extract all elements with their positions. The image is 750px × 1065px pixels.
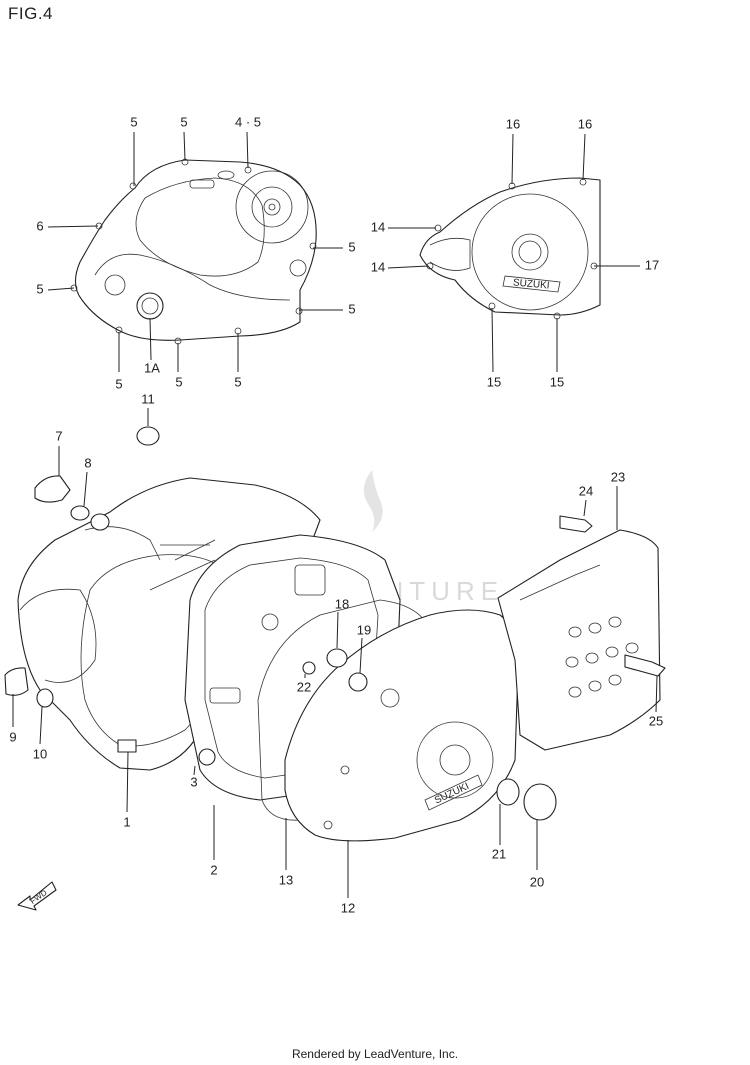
callout-15: 15: [550, 374, 564, 389]
callout-16: 16: [506, 116, 520, 131]
callout-5: 5: [348, 239, 355, 254]
part-8-oring: [70, 505, 90, 521]
clutch-cover-top: [70, 158, 317, 345]
part-21-oring: [496, 778, 520, 806]
callout-1A: 1A: [144, 360, 160, 375]
fwd-arrow-icon: FWD: [17, 881, 57, 911]
callout-5: 5: [348, 301, 355, 316]
part-7-cap: [34, 475, 71, 503]
callout-14: 14: [371, 259, 385, 274]
callout-17: 17: [645, 257, 659, 272]
callout-4-5: 4 · 5: [235, 114, 261, 129]
crankcase-cover-assembly: SUZUKI: [4, 426, 666, 911]
callout-20: 20: [530, 874, 544, 889]
figure-title: FIG.4: [8, 4, 54, 23]
callout-6: 6: [36, 218, 43, 233]
callout-9: 9: [9, 729, 16, 744]
callout-14: 14: [371, 219, 385, 234]
part-22-dowel: [302, 661, 316, 675]
callout-5: 5: [36, 281, 43, 296]
callout-24: 24: [579, 483, 593, 498]
callout-19: 19: [357, 622, 371, 637]
callout-23: 23: [611, 469, 625, 484]
leader-lines: [12, 131, 658, 898]
callout-5: 5: [175, 374, 182, 389]
part-11-plug: [136, 426, 160, 446]
part-25-bolt: [624, 654, 666, 677]
callout-5: 5: [130, 114, 137, 129]
callout-11: 11: [141, 391, 155, 406]
callout-15: 15: [487, 374, 501, 389]
part-10-washer: [36, 688, 54, 708]
part-19-oring: [348, 672, 368, 692]
vent-holes: [565, 616, 639, 698]
callout-7: 7: [55, 428, 62, 443]
magneto-cover-top: SUZUKI: [419, 177, 601, 320]
callout-22: 22: [297, 679, 311, 694]
part-24-bolt: [559, 515, 593, 533]
callout-5: 5: [234, 374, 241, 389]
footer-credit: Rendered by LeadVenture, Inc.: [291, 1047, 459, 1061]
callout-2: 2: [210, 862, 217, 877]
suzuki-logo-top: SUZUKI: [512, 277, 549, 291]
part-18-plug: [326, 648, 348, 668]
callout-5: 5: [180, 114, 187, 129]
callout-16: 16: [578, 116, 592, 131]
callout-8: 8: [84, 455, 91, 470]
callout-10: 10: [33, 746, 47, 761]
callout-12: 12: [341, 900, 355, 915]
callout-1: 1: [123, 814, 130, 829]
callout-labels: 5 5 4 · 5 6 5 5 5 5 1A 5 5 16 16 14 14 1…: [9, 114, 663, 915]
part-9-bolt: [4, 667, 29, 696]
callout-3: 3: [190, 774, 197, 789]
callout-5: 5: [115, 376, 122, 391]
callout-18: 18: [335, 596, 349, 611]
callout-25: 25: [649, 713, 663, 728]
callout-13: 13: [279, 872, 293, 887]
callout-21: 21: [492, 846, 506, 861]
part-20-cap: [523, 783, 557, 821]
